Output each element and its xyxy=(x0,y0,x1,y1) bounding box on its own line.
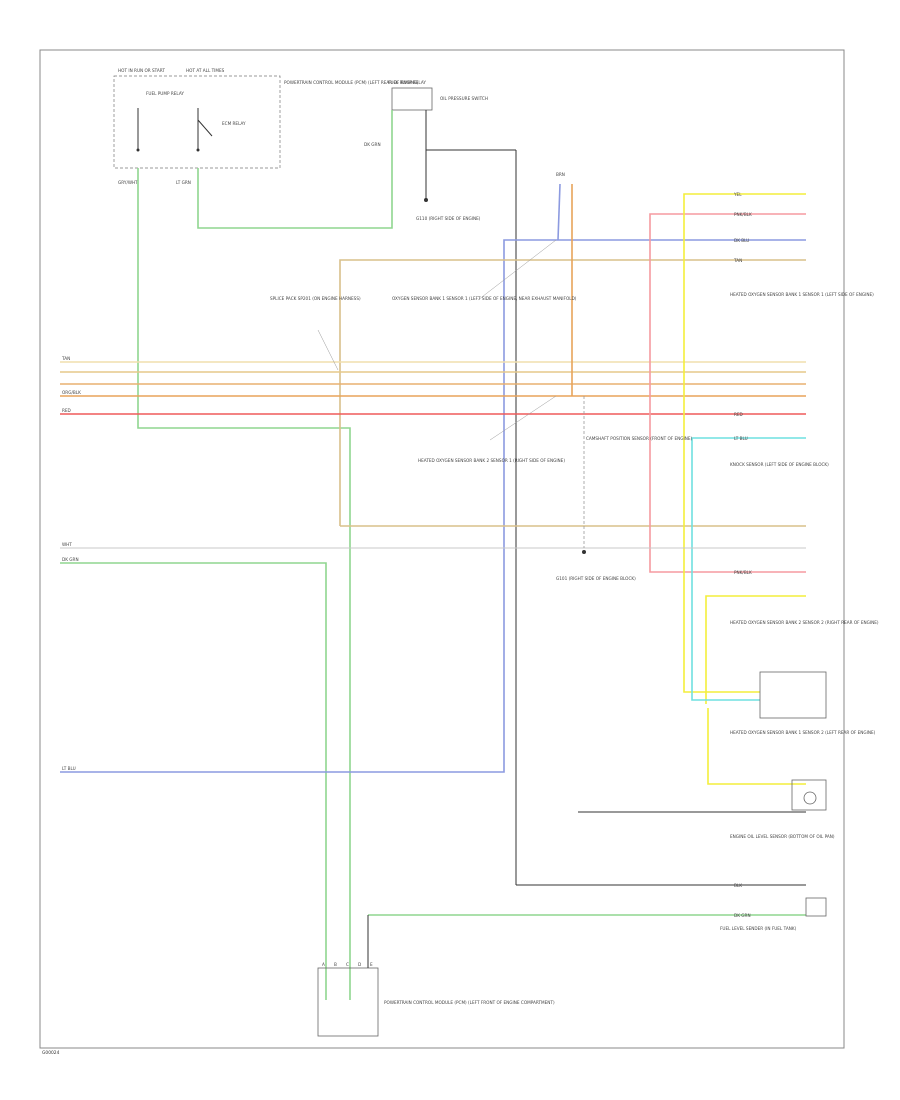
right-components: HEATED OXYGEN SENSOR BANK 1 SENSOR 1 (LE… xyxy=(720,192,879,931)
wire-label-k: BRN xyxy=(556,172,565,177)
top-left-relay-a-label: FUEL PUMP RELAY xyxy=(146,91,184,96)
diagram-frame xyxy=(39,49,845,1049)
left-label-blu: LT BLU xyxy=(62,766,76,771)
top-center-module-label: FUEL PUMP RELAY xyxy=(388,80,426,85)
right-wire-pnk-2: PNK/BLK xyxy=(734,570,752,575)
bottom-pcm-module: POWERTRAIN CONTROL MODULE (PCM) (LEFT FR… xyxy=(317,915,555,1037)
wire-label-a: GRY/WHT xyxy=(118,180,138,185)
right-wire-cyan: LT BLU xyxy=(734,436,748,441)
pin-d: D xyxy=(358,962,361,967)
left-label-wht: WHT xyxy=(62,542,72,547)
left-wire-labels: TAN ORG/BLK RED WHT DK GRN LT BLU xyxy=(61,356,81,771)
top-left-relay-b-label: ECM RELAY xyxy=(222,121,246,126)
bottom-module-label: POWERTRAIN CONTROL MODULE (PCM) (LEFT FR… xyxy=(384,1000,555,1005)
wire-label-c: DK GRN xyxy=(364,142,381,147)
note-center-bot: G101 (RIGHT SIDE OF ENGINE BLOCK) xyxy=(556,576,636,581)
note-center-top: OXYGEN SENSOR BANK 1 SENSOR 1 (LEFT SIDE… xyxy=(392,296,577,301)
top-center-ground-label: G110 (RIGHT SIDE OF ENGINE) xyxy=(416,216,481,221)
right-wire-tan: TAN xyxy=(733,258,742,263)
top-center-text-label: OIL PRESSURE SWITCH xyxy=(440,96,488,101)
top-left-box-label: POWERTRAIN CONTROL MODULE (PCM) (LEFT RE… xyxy=(284,80,419,85)
right-label-5: ENGINE OIL LEVEL SENSOR (BOTTOM OF OIL P… xyxy=(730,834,835,839)
left-label-org: ORG/BLK xyxy=(62,390,81,395)
pin-c: C xyxy=(346,962,349,967)
top-left-switch-a-label: HOT IN RUN OR START xyxy=(118,68,165,73)
right-wire-blu: DK BLU xyxy=(734,238,749,243)
diagram-id: G00024 xyxy=(42,1050,60,1056)
pin-e: E xyxy=(370,962,373,967)
left-label-grn: DK GRN xyxy=(62,557,79,562)
note-center-right: CAMSHAFT POSITION SENSOR (FRONT OF ENGIN… xyxy=(586,436,693,441)
wire-label-b: LT GRN xyxy=(176,180,191,185)
right-wire-blk: BLK xyxy=(734,883,742,888)
right-wire-yel: YEL xyxy=(733,192,742,197)
bottom-right-label: FUEL LEVEL SENDER (IN FUEL TANK) xyxy=(720,926,797,931)
wire-traces xyxy=(60,110,806,1000)
top-left-switch-b-label: HOT AT ALL TIMES xyxy=(186,68,225,73)
right-label-1: HEATED OXYGEN SENSOR BANK 1 SENSOR 1 (LE… xyxy=(730,292,874,297)
top-left-relay-box: HOT IN RUN OR START HOT AT ALL TIMES FUE… xyxy=(113,68,419,185)
right-label-2: KNOCK SENSOR (LEFT SIDE OF ENGINE BLOCK) xyxy=(730,462,829,467)
splice-left-label: SPLICE PACK SP201 (ON ENGINE HARNESS) xyxy=(270,296,361,301)
pin-b: B xyxy=(334,962,337,967)
right-label-3: HEATED OXYGEN SENSOR BANK 2 SENSOR 2 (RI… xyxy=(730,620,879,625)
right-label-4: HEATED OXYGEN SENSOR BANK 1 SENSOR 2 (LE… xyxy=(730,730,876,735)
right-wire-grn: DK GRN xyxy=(734,913,751,918)
right-wire-red: RED xyxy=(734,412,743,417)
left-label-red: RED xyxy=(62,408,71,413)
pin-a: A xyxy=(322,962,325,967)
center-notes: SPLICE PACK SP201 (ON ENGINE HARNESS) OX… xyxy=(270,172,693,581)
top-center-relay: FUEL PUMP RELAY OIL PRESSURE SWITCH G110… xyxy=(364,80,806,886)
note-center-mid: HEATED OXYGEN SENSOR BANK 2 SENSOR 1 (RI… xyxy=(418,458,565,463)
right-wire-pnk: PNK/BLK xyxy=(734,212,752,217)
left-label-tan: TAN xyxy=(61,356,70,361)
